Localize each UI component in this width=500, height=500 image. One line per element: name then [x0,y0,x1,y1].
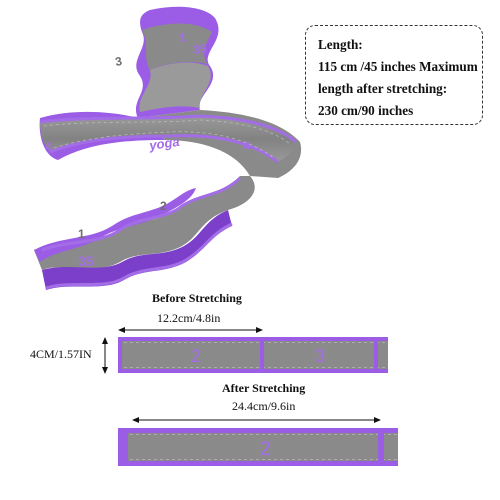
band-loop-numbers: 1 35 3 4 yoga 4 2 1 35 [45,30,250,269]
spec-line: 115 cm /45 inches Maximum [318,59,478,74]
before-length-arrow [118,327,263,333]
band-number: 2 [160,199,167,213]
segment-number: 2 [260,438,271,460]
before-length-label: 12.2cm/4.8in [157,311,221,325]
band-number: 3 [114,54,123,69]
after-length-label: 24.4cm/9.6in [232,399,296,413]
spec-line: length after stretching: [318,81,448,96]
spec-box: Length: 115 cm /45 inches Maximum length… [305,25,483,125]
before-title: Before Stretching [152,291,242,305]
band-number: 4 [45,140,52,154]
after-title: After Stretching [222,381,306,395]
band-number: 1 [78,227,85,241]
after-segment-number: 2 [260,438,271,460]
width-label: 4CM/1.57IN [30,347,92,361]
spec-line: Length: [318,37,363,52]
after-length-arrow [132,417,381,423]
segment-number: 2 [191,346,201,366]
segment-number: 3 [315,346,325,366]
band-number: 35 [78,253,94,269]
band-number: 35 [192,41,207,57]
after-strap [118,428,398,466]
band-number: 1 [178,30,188,45]
before-strap [118,337,388,373]
width-arrow [102,337,108,374]
spec-line: 230 cm/90 inches [318,103,414,118]
before-segment-numbers: 2 3 [191,346,325,366]
band-number: 4 [243,139,250,153]
stretch-band-image [34,6,302,290]
band-brand: yoga [147,134,180,153]
